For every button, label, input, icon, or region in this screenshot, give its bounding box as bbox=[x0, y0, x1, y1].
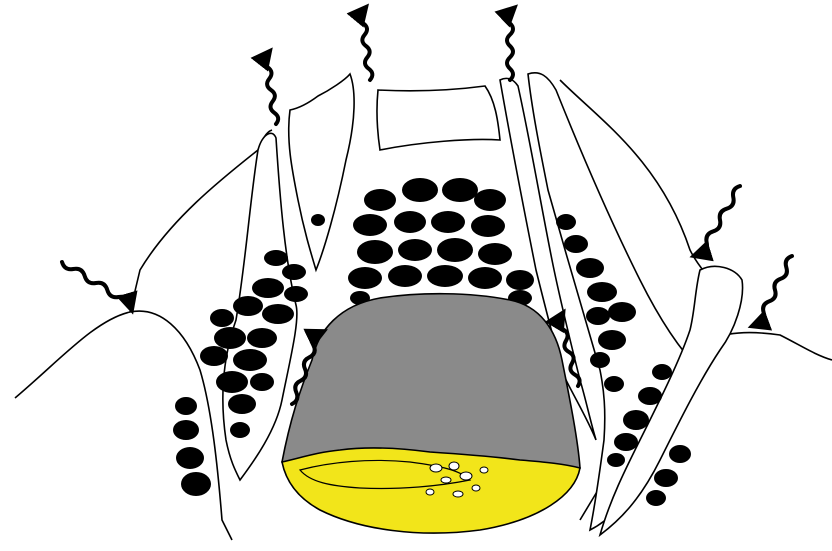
granule bbox=[608, 302, 636, 322]
debris-particle bbox=[430, 464, 442, 472]
debris-particle bbox=[426, 489, 434, 495]
wavy-arrow-in-icon bbox=[700, 186, 740, 254]
central-mass bbox=[282, 294, 580, 470]
granule bbox=[598, 330, 626, 350]
granule bbox=[228, 394, 256, 414]
granule bbox=[250, 373, 274, 391]
wavy-arrow-in-icon bbox=[62, 262, 130, 304]
granule bbox=[427, 265, 463, 287]
granule bbox=[638, 387, 662, 405]
central-mass-group bbox=[282, 294, 580, 533]
granule bbox=[252, 278, 284, 298]
granule bbox=[506, 270, 534, 290]
granule bbox=[364, 189, 396, 211]
granule bbox=[348, 267, 382, 289]
granule bbox=[468, 267, 502, 289]
granule bbox=[398, 239, 432, 261]
granule bbox=[437, 238, 473, 262]
granule bbox=[590, 352, 610, 368]
granule bbox=[623, 410, 649, 430]
granule bbox=[181, 472, 211, 496]
granule bbox=[474, 189, 506, 211]
granule bbox=[175, 397, 197, 415]
granule bbox=[394, 211, 426, 233]
granule bbox=[233, 349, 267, 371]
granule bbox=[214, 327, 246, 349]
wavy-arrow-out-icon bbox=[507, 12, 513, 80]
debris-particle bbox=[472, 485, 480, 491]
granule bbox=[604, 376, 624, 392]
debris-particle bbox=[449, 462, 459, 470]
granule bbox=[564, 235, 588, 253]
granule bbox=[402, 178, 438, 202]
granule bbox=[284, 286, 308, 302]
granule bbox=[233, 296, 263, 316]
granule bbox=[176, 447, 204, 469]
debris-particle bbox=[480, 467, 488, 473]
granule bbox=[247, 328, 277, 348]
granule bbox=[311, 214, 325, 226]
granule bbox=[614, 433, 638, 451]
granule bbox=[262, 304, 294, 324]
granule bbox=[669, 445, 691, 463]
granule bbox=[264, 250, 288, 266]
granule bbox=[654, 469, 678, 487]
granule bbox=[646, 490, 666, 506]
granule bbox=[200, 346, 228, 366]
granule bbox=[442, 178, 478, 202]
granule bbox=[607, 453, 625, 467]
granule bbox=[353, 214, 387, 236]
granule bbox=[587, 282, 617, 302]
wavy-arrow-out-icon bbox=[360, 12, 373, 80]
granule bbox=[478, 243, 512, 265]
granule bbox=[230, 422, 250, 438]
granule bbox=[652, 364, 672, 380]
debris-particle bbox=[460, 472, 472, 480]
wavy-arrow-in-icon bbox=[758, 256, 792, 324]
granule bbox=[576, 258, 604, 278]
wall-center-top bbox=[377, 86, 500, 150]
debris-particle bbox=[441, 477, 451, 483]
wavy-arrow-out-icon bbox=[264, 56, 278, 124]
granule bbox=[357, 240, 393, 264]
left-baseline bbox=[15, 311, 232, 540]
granule bbox=[173, 420, 199, 440]
granule bbox=[431, 211, 465, 233]
granule bbox=[586, 307, 610, 325]
granule bbox=[282, 264, 306, 280]
granule bbox=[556, 214, 576, 230]
granule bbox=[388, 265, 422, 287]
granule bbox=[210, 309, 234, 327]
granule bbox=[216, 371, 248, 393]
wall-left-inner bbox=[289, 74, 354, 270]
debris-particle bbox=[453, 491, 463, 497]
granule bbox=[471, 215, 505, 237]
